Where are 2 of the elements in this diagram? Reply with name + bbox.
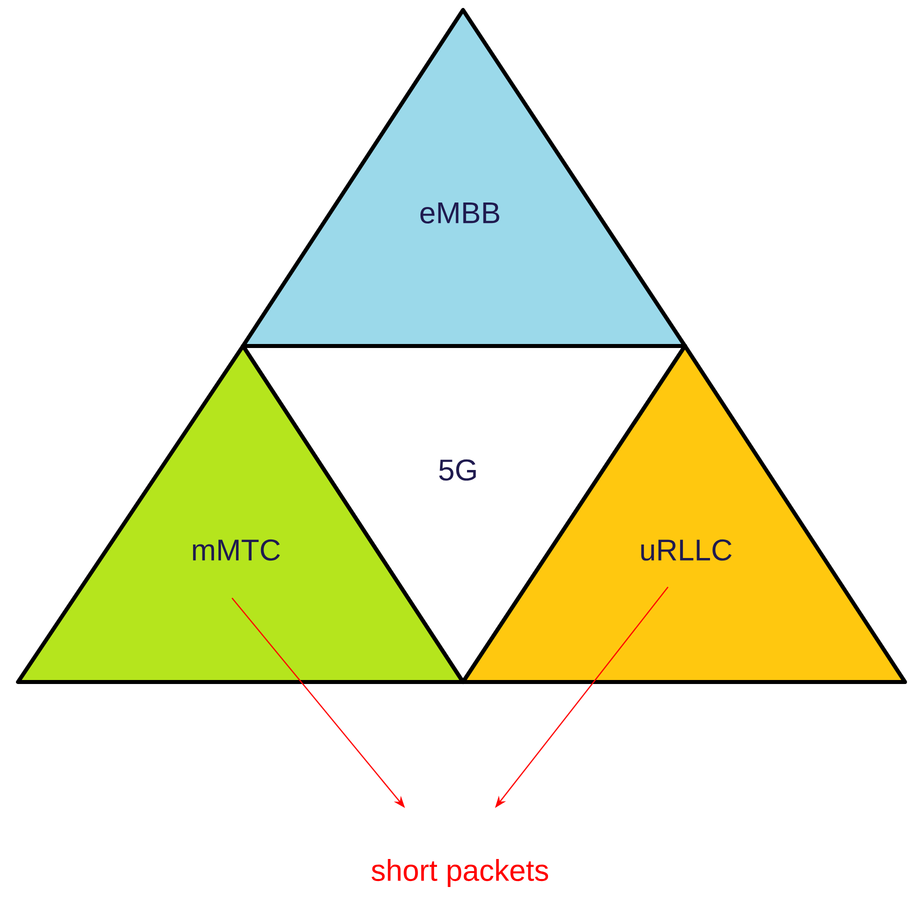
triangle: eMBB [241,8,687,348]
caption-text: short packets [372,859,548,887]
